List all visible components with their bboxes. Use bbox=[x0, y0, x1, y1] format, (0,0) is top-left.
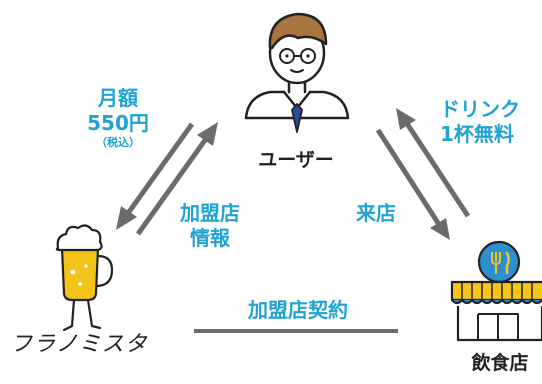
arrow-user-to-restaurant bbox=[375, 128, 443, 228]
arrow-user-to-brand bbox=[123, 122, 195, 218]
restaurant-label: 飲食店 bbox=[471, 352, 529, 374]
arrowhead-user-to-restaurant bbox=[430, 218, 450, 240]
monthly-fee-amount: 550円 bbox=[87, 111, 149, 135]
right-arrows bbox=[375, 120, 471, 228]
storefront-icon bbox=[450, 240, 542, 342]
right-arrowheads bbox=[396, 108, 450, 240]
arrow-brand-to-user bbox=[135, 134, 211, 236]
monthly-fee-title: 月額 bbox=[98, 86, 138, 110]
left-arrows bbox=[123, 122, 211, 236]
user-label: ユーザー bbox=[258, 149, 334, 171]
member-store-info-line1: 加盟店 bbox=[180, 201, 240, 225]
left-arrowheads bbox=[116, 122, 218, 230]
beer-mug-character-icon bbox=[55, 224, 114, 332]
free-drink-line1: ドリンク bbox=[440, 97, 520, 121]
brand-name-label: フラノミスタ bbox=[10, 332, 148, 357]
arrowhead-brand-to-user bbox=[197, 122, 218, 146]
free-drink-line2: 1杯無料 bbox=[440, 122, 514, 146]
arrowhead-restaurant-to-user bbox=[396, 108, 416, 130]
person-with-glasses-icon bbox=[244, 12, 350, 133]
member-store-info-line2: 情報 bbox=[190, 226, 230, 250]
member-store-info-label: 加盟店 情報 bbox=[170, 201, 250, 251]
arrow-restaurant-to-user bbox=[403, 120, 471, 218]
member-store-contract-label: 加盟店契約 bbox=[248, 298, 348, 322]
monthly-fee-note: （税込） bbox=[96, 136, 140, 149]
free-drink-label: ドリンク 1杯無料 bbox=[440, 97, 540, 147]
visit-label: 来店 bbox=[356, 201, 396, 225]
monthly-fee-label: 月額 550円 （税込） bbox=[78, 86, 158, 150]
arrowhead-user-to-brand bbox=[116, 206, 137, 230]
